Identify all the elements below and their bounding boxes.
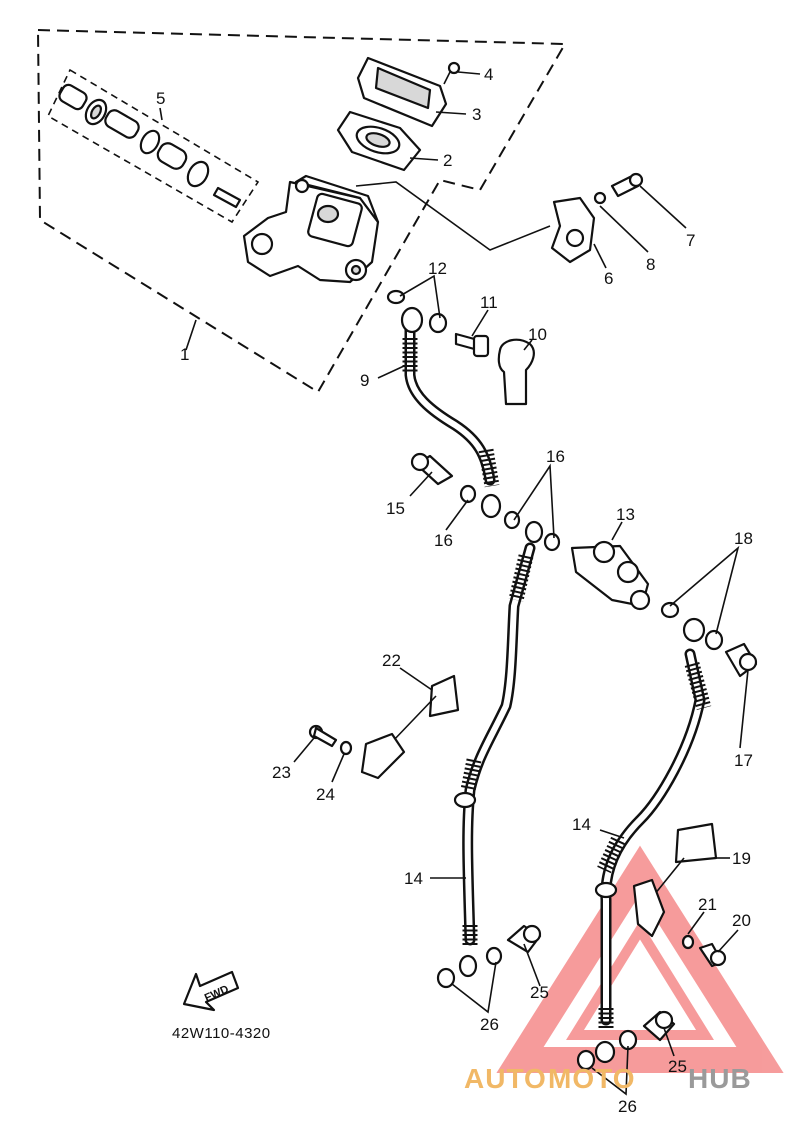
label-23: 23 (272, 763, 291, 782)
label-1: 1 (180, 345, 189, 364)
guide-bolt (308, 724, 338, 748)
right-guide-washer (681, 934, 695, 950)
label-7: 7 (686, 231, 695, 250)
diagram-code: 42W110-4320 (172, 1025, 271, 1042)
label-22: 22 (382, 651, 401, 670)
right-washers (660, 601, 724, 651)
right-union-bolt (724, 642, 758, 678)
left-brake-hose (453, 542, 536, 978)
label-11: 11 (480, 293, 498, 312)
piston-kit-boundary (46, 68, 260, 224)
lower-left-washers (436, 946, 503, 989)
label-12: 12 (428, 259, 447, 278)
label-15: 15 (386, 499, 405, 518)
label-25-left: 25 (530, 983, 549, 1002)
lower-left-union-bolt (506, 924, 542, 954)
cap-screw (443, 61, 461, 85)
watermark-text: AUTO MOTO HUB (464, 1063, 752, 1094)
label-26-right: 26 (618, 1097, 637, 1116)
forward-arrow: FWD (182, 970, 240, 1012)
label-14-right: 14 (572, 815, 591, 834)
bleed-screw-cap (497, 338, 535, 406)
label-17: 17 (734, 751, 753, 770)
guide-washer (339, 740, 353, 756)
master-cylinder-body (242, 174, 380, 284)
holder-washer (593, 191, 607, 205)
holder-bolt (610, 172, 644, 198)
watermark-hub: HUB (688, 1063, 752, 1094)
diaphragm (336, 110, 422, 172)
watermark-auto: AUTO (464, 1063, 547, 1094)
label-19: 19 (732, 849, 751, 868)
label-20: 20 (732, 911, 751, 930)
label-14-left: 14 (404, 869, 423, 888)
three-way-joint (570, 540, 651, 611)
bleed-screw (454, 332, 490, 358)
label-10: 10 (528, 325, 547, 344)
part-labels: 1 2 3 4 5 6 7 8 9 10 11 12 13 14 14 15 1… (156, 65, 753, 1116)
label-13: 13 (616, 505, 635, 524)
label-4: 4 (484, 65, 493, 84)
label-21: 21 (698, 895, 717, 914)
master-cylinder-holder (550, 196, 596, 264)
upper-brake-hose (400, 306, 502, 519)
lower-right-union-bolt (642, 1010, 676, 1042)
three-way-washers (459, 484, 561, 552)
label-9: 9 (360, 371, 369, 390)
leader-lines (159, 71, 749, 1096)
piston-kit (58, 83, 242, 209)
right-brake-hose (594, 648, 712, 1064)
label-16-left: 16 (434, 531, 453, 550)
left-hose-guide (360, 674, 460, 780)
label-3: 3 (472, 105, 481, 124)
label-2: 2 (443, 151, 452, 170)
label-16-right: 16 (546, 447, 565, 466)
label-26-left: 26 (480, 1015, 499, 1034)
label-5: 5 (156, 89, 165, 108)
right-hose-guide (632, 822, 718, 938)
label-24: 24 (316, 785, 335, 804)
label-8: 8 (646, 255, 655, 274)
upper-copper-washers (386, 289, 448, 334)
lower-right-washers (576, 1029, 638, 1071)
label-18: 18 (734, 529, 753, 548)
reservoir-cap (356, 56, 448, 128)
label-25-right: 25 (668, 1057, 687, 1076)
watermark-moto: MOTO (548, 1063, 635, 1094)
label-6: 6 (604, 269, 613, 288)
union-bolt (410, 452, 454, 486)
